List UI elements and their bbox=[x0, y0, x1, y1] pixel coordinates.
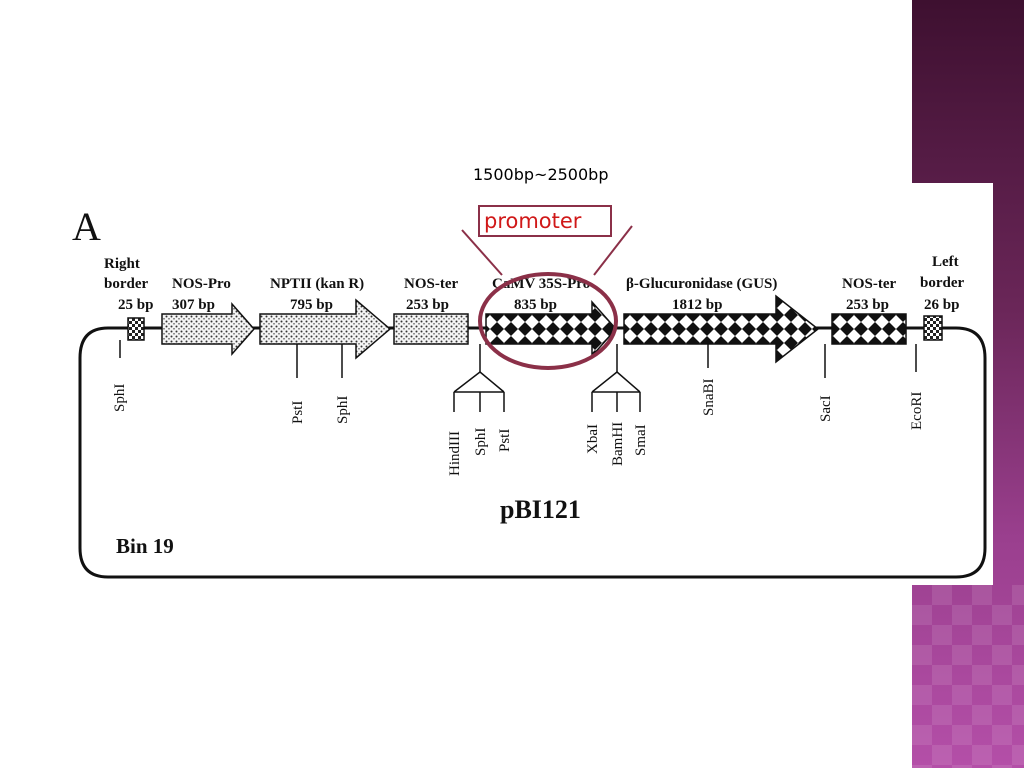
site-label-snabi: SnaBI bbox=[701, 378, 717, 416]
promoter-highlight bbox=[461, 225, 633, 370]
nos-pro-arrow bbox=[161, 302, 255, 356]
segment-label-nos-ter-2: NOS-ter 253 bp bbox=[842, 276, 896, 313]
left-border-box bbox=[923, 315, 943, 341]
nptii-arrow bbox=[259, 298, 392, 360]
site-label-psti: PstI bbox=[497, 429, 513, 452]
segment-label-nos-pro: NOS-Pro 307 bp bbox=[172, 276, 231, 313]
segment-name: NPTII (kan R) bbox=[270, 276, 364, 292]
segment-size: 307 bp bbox=[172, 297, 215, 313]
site-labels: SphI PstI SphI HindIII SphI PstI XbaI Ba… bbox=[112, 378, 925, 476]
segment-name: NOS-Pro bbox=[172, 276, 231, 292]
vector-backbone bbox=[78, 326, 987, 579]
figure-panel bbox=[0, 183, 993, 585]
segment-name: NOS-ter bbox=[404, 276, 458, 292]
nos-ter-box-1 bbox=[393, 313, 469, 345]
segment-label-nptii: NPTII (kan R) 795 bp bbox=[270, 276, 364, 313]
nos-ter-box-2 bbox=[831, 313, 907, 345]
segment-size: 835 bp bbox=[514, 297, 557, 313]
segment-size: 26 bp bbox=[924, 297, 959, 313]
site-label-sphi: SphI bbox=[335, 396, 351, 424]
panel-letter: A bbox=[72, 204, 101, 249]
segment-name: β-Glucuronidase (GUS) bbox=[626, 276, 777, 292]
site-label-ecori: EcoRI bbox=[909, 392, 925, 430]
site-label-smai: SmaI bbox=[633, 424, 649, 456]
site-ticks bbox=[119, 340, 917, 412]
segment-name: NOS-ter bbox=[842, 276, 896, 292]
segment-label-gus: β-Glucuronidase (GUS) 1812 bp bbox=[626, 276, 777, 313]
size-range-label: 1500bp~2500bp bbox=[473, 165, 609, 184]
segment-size: 253 bp bbox=[846, 297, 889, 313]
gus-arrow bbox=[623, 294, 820, 364]
site-label-sphi: SphI bbox=[473, 428, 489, 456]
right-border-box bbox=[127, 317, 145, 341]
site-label-psti: PstI bbox=[290, 401, 306, 424]
promoter-label: promoter bbox=[478, 205, 612, 237]
site-label-sphi: SphI bbox=[112, 384, 128, 412]
site-label-saci: SacI bbox=[818, 395, 834, 422]
site-label-xbai: XbaI bbox=[585, 424, 601, 454]
segment-size: 25 bp bbox=[118, 297, 153, 313]
segment-name: border bbox=[920, 275, 965, 291]
segment-name: Left bbox=[932, 254, 959, 270]
vector-name: Bin 19 bbox=[116, 534, 174, 558]
segment-label-left-border: Left border 26 bp bbox=[920, 254, 965, 313]
site-label-hindiii: HindIII bbox=[447, 431, 463, 476]
segment-name: Right bbox=[104, 256, 140, 272]
sidebar-diamond-pattern bbox=[912, 585, 1024, 768]
segment-size: 795 bp bbox=[290, 297, 333, 313]
segment-size: 253 bp bbox=[406, 297, 449, 313]
promoter-ellipse bbox=[478, 272, 618, 370]
site-label-bamhi: BamHI bbox=[610, 422, 626, 466]
camv-35s-arrow bbox=[485, 300, 618, 358]
segment-size: 1812 bp bbox=[672, 297, 722, 313]
plasmid-name: pBI121 bbox=[500, 495, 581, 524]
segment-name: border bbox=[104, 276, 149, 292]
segment-label-right-border: Right border 25 bp bbox=[104, 256, 153, 313]
segment-label-nos-ter-1: NOS-ter 253 bp bbox=[404, 276, 458, 313]
